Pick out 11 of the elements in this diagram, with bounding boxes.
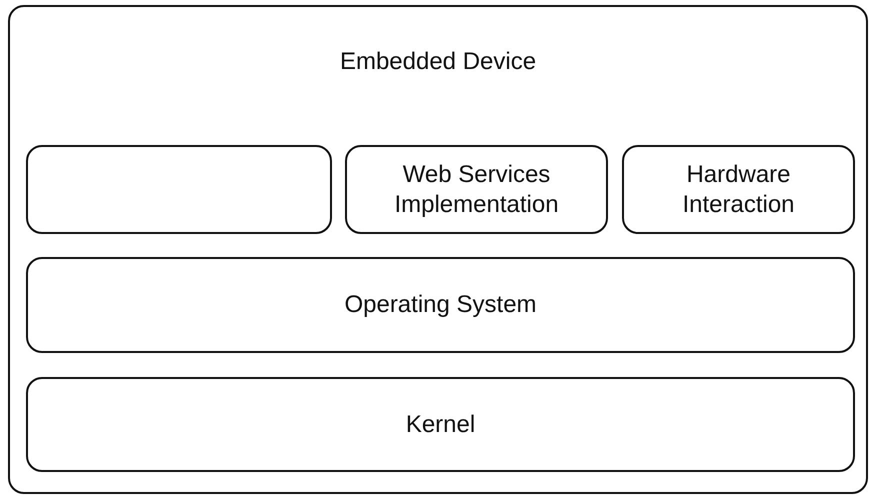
box-label: Web Services Implementation [393, 160, 560, 220]
device-container [8, 5, 868, 494]
empty-box [26, 145, 332, 234]
layer-box [622, 145, 855, 234]
box-label: Hardware Interaction [681, 160, 796, 220]
container-title: Embedded Device [340, 47, 536, 77]
layer-box [26, 257, 855, 353]
layer-box [345, 145, 608, 234]
box-label: Kernel [406, 410, 476, 440]
layer-box [26, 377, 855, 472]
box-label: Operating System [344, 290, 537, 320]
